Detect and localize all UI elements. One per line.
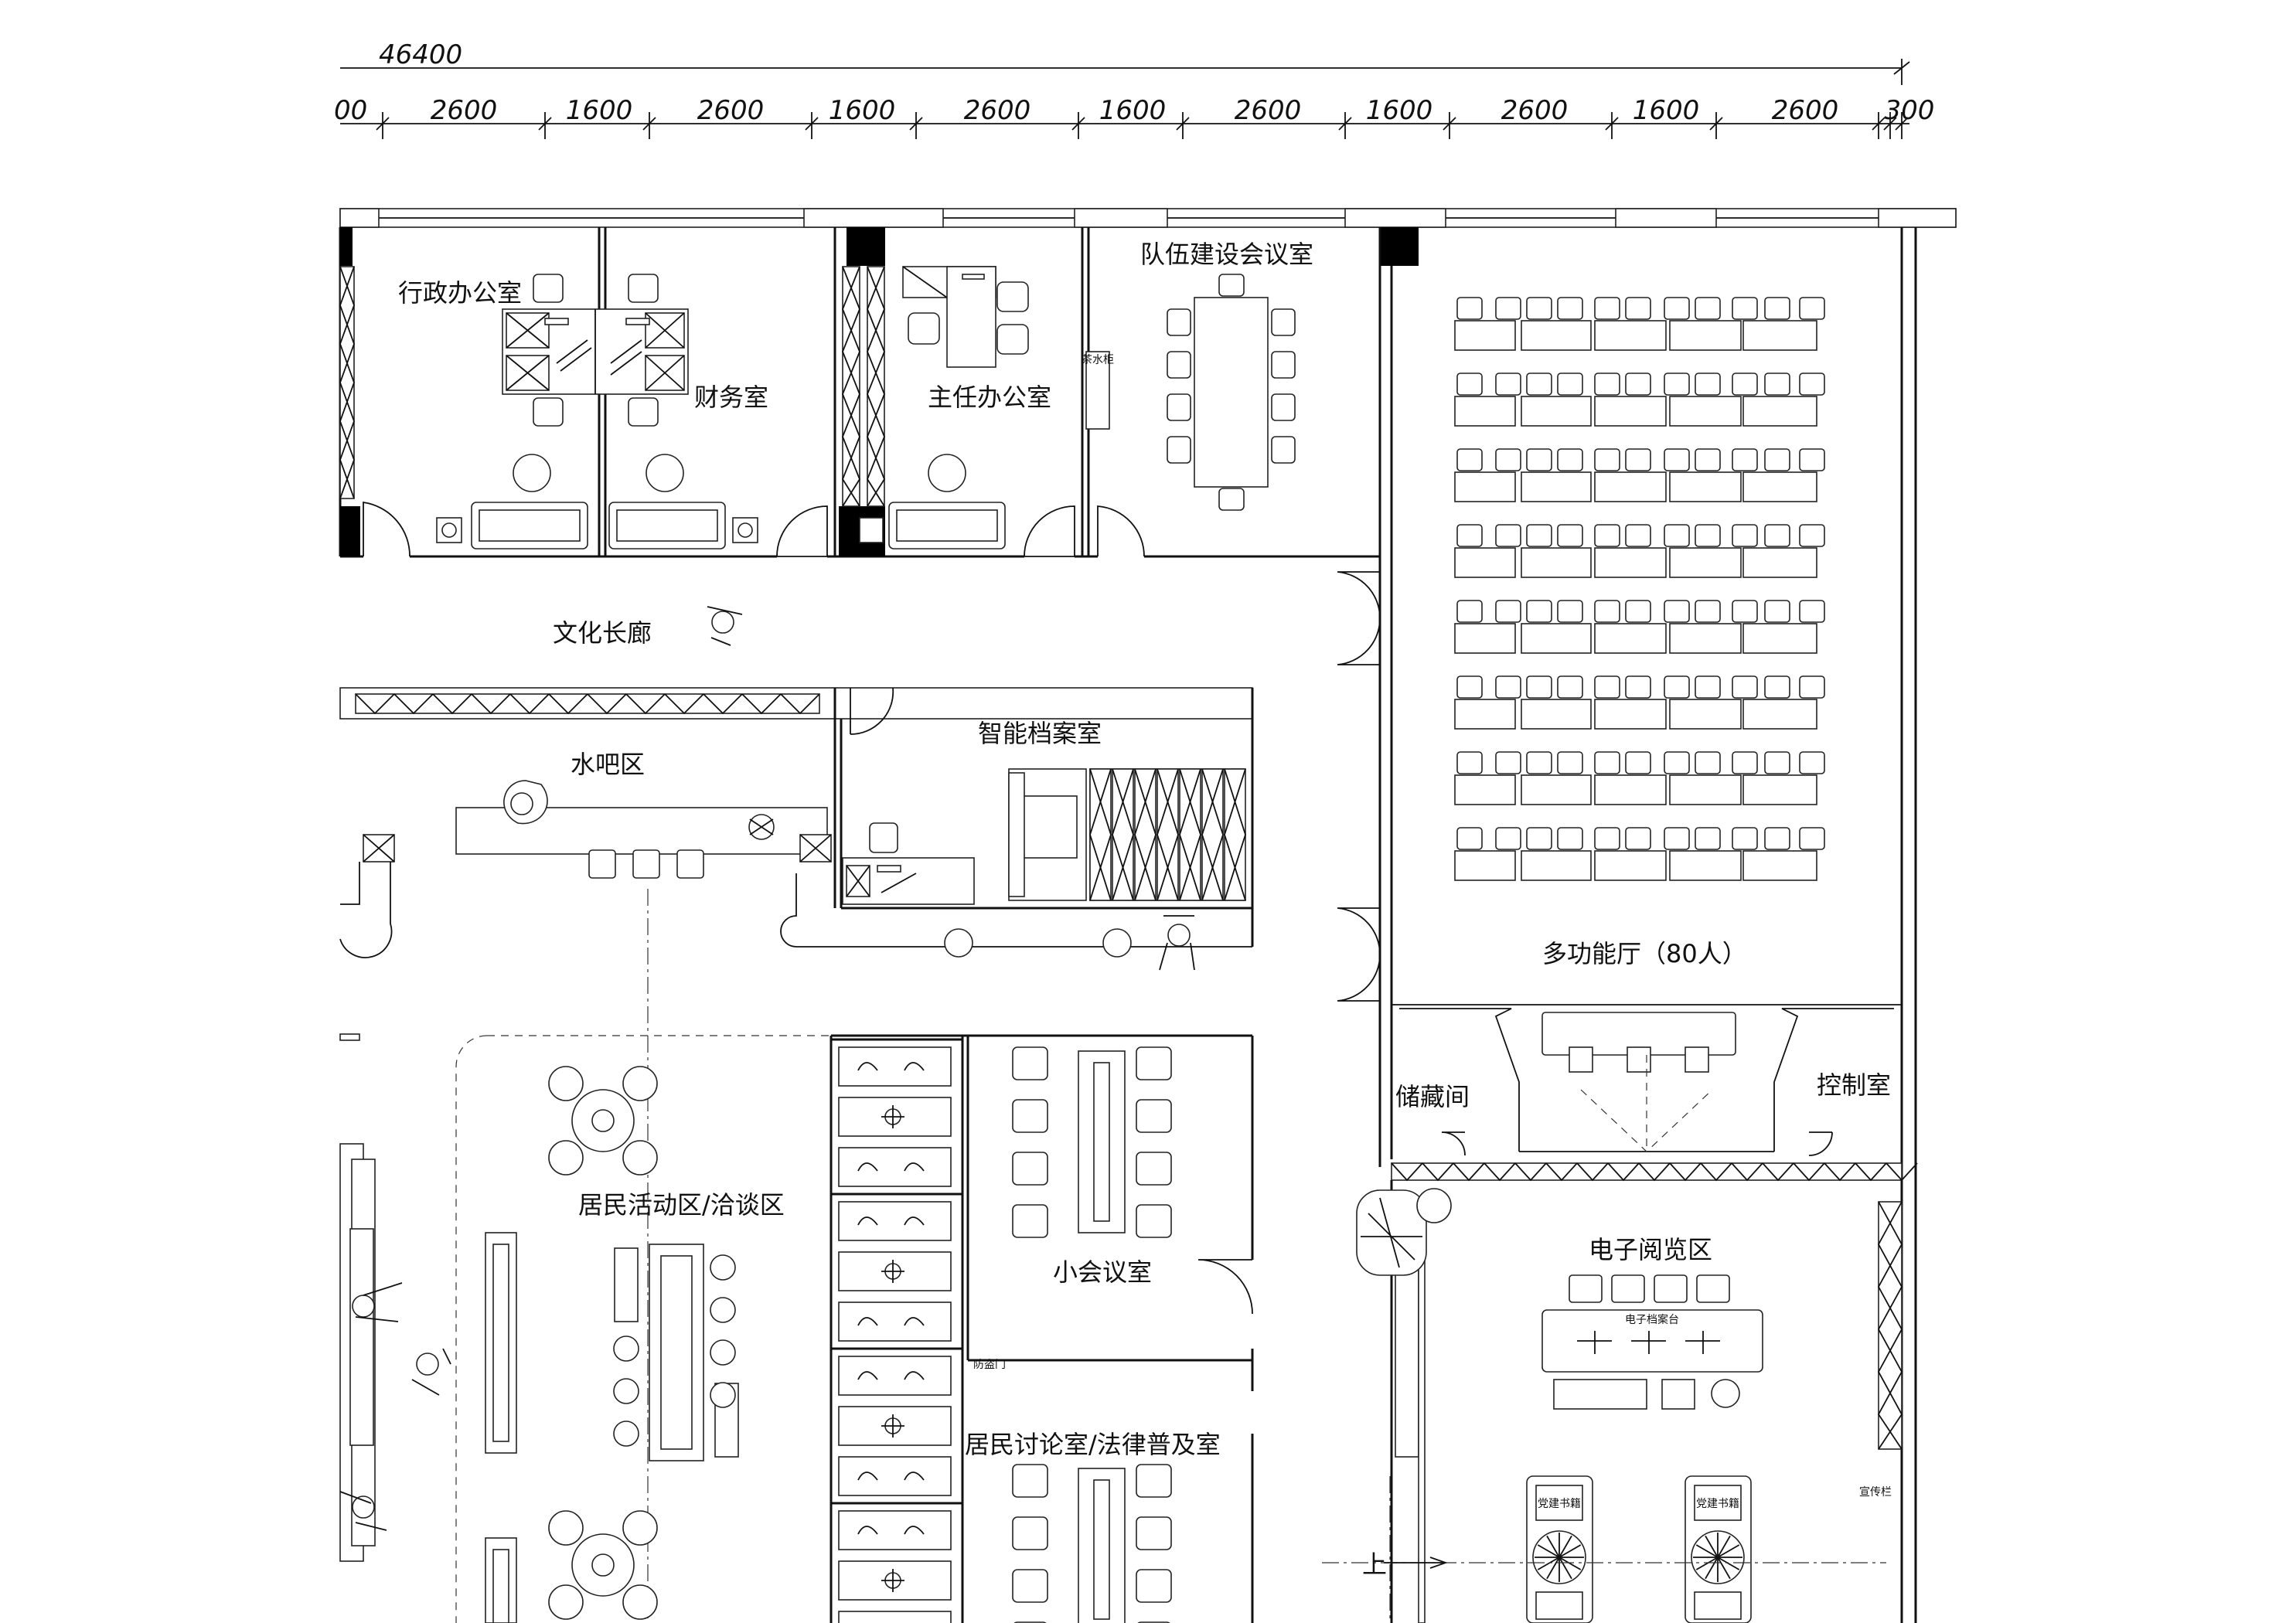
room-label-smart-archive: 智能档案室 [978, 719, 1102, 748]
room-label-resident-activity: 居民活动区/洽谈区 [578, 1190, 785, 1220]
person-figure-1 [1159, 915, 1195, 971]
person-figure-3 [352, 1282, 403, 1322]
dim-seg-12: 300 [1885, 95, 1935, 126]
room-label-admin-office: 行政办公室 [398, 278, 522, 308]
dim-seg-1: 2600 [431, 95, 498, 126]
dim-seg-8: 1600 [1366, 95, 1433, 126]
room-label-resident-discussion: 居民讨论室/法律普及室 [965, 1430, 1221, 1459]
room-label-e-reading: 电子阅览区 [1589, 1235, 1712, 1264]
door-tag-label: 防盗门 [973, 1359, 1006, 1371]
room-label-director-office: 主任办公室 [928, 383, 1051, 412]
stairs-up-label: 上 [1362, 1550, 1387, 1579]
dim-seg-11: 2600 [1772, 95, 1839, 126]
person-figure-5 [339, 1491, 387, 1531]
e-reading-area: 电子档案台 党建书籍 党建书籍 上 宣传栏 [1322, 1180, 1903, 1623]
room-label-small-meeting: 小会议室 [1053, 1257, 1152, 1287]
dim-seg-7: 2600 [1235, 95, 1302, 126]
room-label-finance: 财务室 [694, 383, 768, 412]
room-label-team-meeting: 队伍建设会议室 [1140, 240, 1313, 269]
room-label-multi-hall: 多功能厅（80人） [1542, 939, 1747, 968]
person-figure-4 [411, 1348, 451, 1396]
room-label-water-bar: 水吧区 [571, 750, 645, 779]
dim-seg-3: 2600 [697, 95, 765, 126]
hall-seating [1454, 297, 1825, 881]
dim-seg-2: 1600 [566, 95, 633, 126]
water-bar-block [339, 606, 1254, 971]
dim-seg-9: 2600 [1501, 95, 1569, 126]
top-offices: 茶水柜 [339, 227, 1419, 558]
dim-seg-4: 1600 [829, 95, 896, 126]
right-note-label: 宣传栏 [1859, 1486, 1892, 1499]
dim-seg-5: 2600 [964, 95, 1031, 126]
dimension-chain: 46400 00 2600 1600 2600 1600 2600 1600 2… [334, 39, 1934, 139]
multi-hall-west-wall [1337, 227, 1393, 1167]
stage [1391, 1004, 1918, 1182]
party-book-label: 党建书籍 [1538, 1497, 1581, 1510]
room-label-culture-corridor: 文化长廊 [553, 618, 652, 648]
room-label-control: 控制室 [1817, 1070, 1891, 1100]
dim-seg-6: 1600 [1099, 95, 1167, 126]
dim-seg-0: 00 [334, 95, 367, 126]
room-label-storage: 储藏间 [1395, 1082, 1470, 1111]
room-labels: 行政办公室 财务室 主任办公室 队伍建设会议室 文化长廊 水吧区 智能档案室 多… [398, 240, 1891, 1459]
cabinet-label: 茶水柜 [1082, 354, 1114, 366]
discussion-rooms: 防盗门 [829, 1034, 1254, 1623]
party-book-label: 党建书籍 [1696, 1497, 1739, 1510]
dimension-total: 46400 [379, 39, 462, 70]
dim-seg-10: 1600 [1633, 95, 1700, 126]
activity-area [339, 889, 831, 1623]
person-figure-2 [707, 606, 743, 646]
e-desk-label: 电子档案台 [1625, 1313, 1679, 1326]
